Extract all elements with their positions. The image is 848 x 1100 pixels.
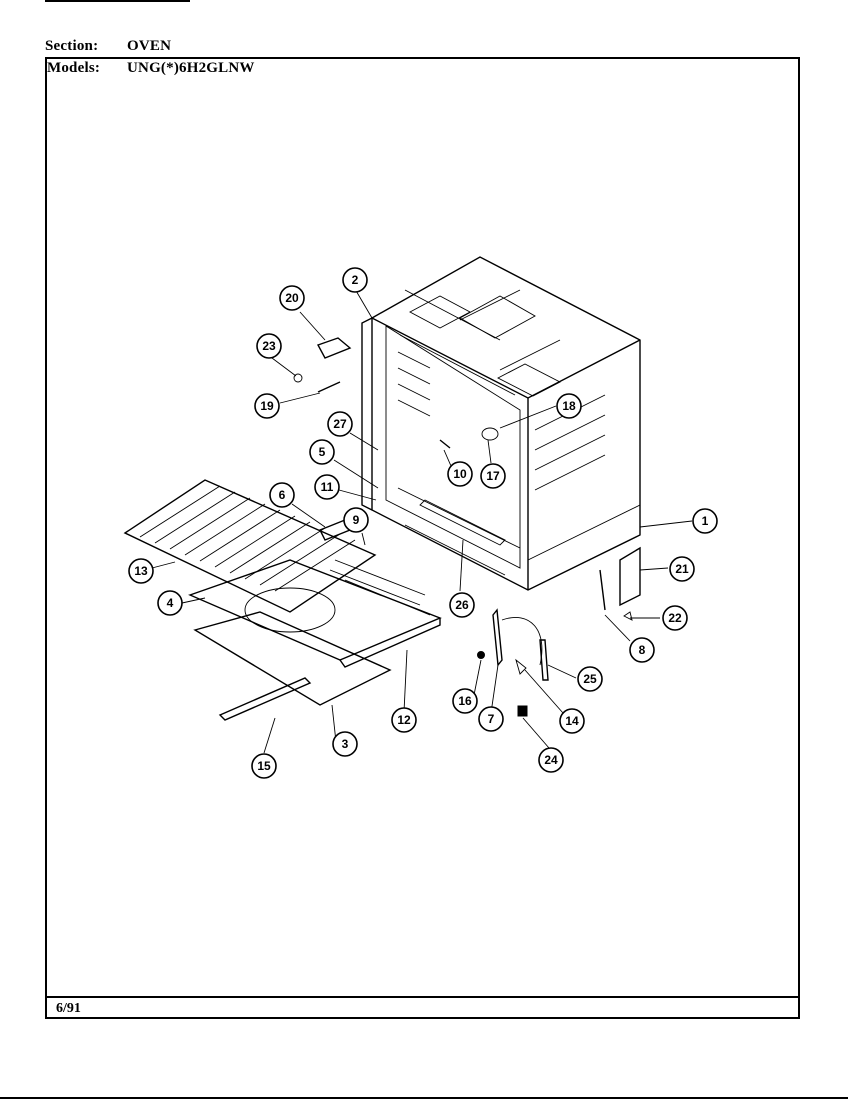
- callout-12: 12: [391, 707, 417, 733]
- section-value: OVEN: [127, 38, 172, 54]
- callout-9: 9: [343, 507, 369, 533]
- svg-text:4: 4: [167, 596, 174, 610]
- svg-text:27: 27: [333, 417, 347, 431]
- bottom-panel: [193, 611, 392, 706]
- callout-3: 3: [332, 731, 358, 757]
- callout-25: 25: [577, 666, 603, 692]
- side-bracket: [619, 546, 641, 607]
- svg-text:24: 24: [544, 753, 558, 767]
- svg-text:23: 23: [262, 339, 276, 353]
- callout-20: 20: [279, 285, 305, 311]
- svg-text:15: 15: [257, 759, 271, 773]
- callout-1: 1: [692, 508, 718, 534]
- svg-text:25: 25: [583, 672, 597, 686]
- svg-text:20: 20: [285, 291, 299, 305]
- callout-13: 13: [128, 558, 154, 584]
- models-label: Models:: [47, 60, 101, 76]
- svg-text:22: 22: [668, 611, 682, 625]
- bottom-rule: [0, 1097, 848, 1099]
- callout-11: 11: [314, 474, 340, 500]
- callout-15: 15: [251, 753, 277, 779]
- svg-text:6: 6: [279, 488, 286, 502]
- callout-8: 8: [629, 637, 655, 663]
- footer-rule: [45, 996, 800, 998]
- support-bar: [218, 677, 312, 721]
- svg-text:14: 14: [565, 714, 579, 728]
- callout-7: 7: [478, 706, 504, 732]
- callout-5: 5: [309, 439, 335, 465]
- svg-text:9: 9: [353, 513, 360, 527]
- callout-24: 24: [538, 747, 564, 773]
- svg-text:1: 1: [702, 514, 709, 528]
- svg-text:21: 21: [675, 562, 689, 576]
- svg-text:2: 2: [352, 273, 359, 287]
- callout-2: 2: [342, 267, 368, 293]
- svg-text:5: 5: [319, 445, 326, 459]
- callout-14: 14: [559, 708, 585, 734]
- svg-text:10: 10: [453, 467, 467, 481]
- svg-text:19: 19: [260, 399, 274, 413]
- callout-6: 6: [269, 482, 295, 508]
- callout-16: 16: [452, 688, 478, 714]
- callout-19: 19: [254, 393, 280, 419]
- svg-text:8: 8: [639, 643, 646, 657]
- callout-22: 22: [662, 605, 688, 631]
- callout-4: 4: [157, 590, 183, 616]
- svg-text:26: 26: [455, 598, 469, 612]
- svg-text:11: 11: [321, 480, 334, 494]
- footer-date: 6/91: [56, 1001, 81, 1016]
- hinge-assembly: [492, 608, 549, 681]
- oven-cavity: [361, 256, 641, 591]
- callout-26: 26: [449, 592, 475, 618]
- callout-21: 21: [669, 556, 695, 582]
- svg-text:13: 13: [134, 564, 148, 578]
- top-rule: [45, 0, 190, 2]
- svg-text:7: 7: [488, 712, 495, 726]
- svg-text:12: 12: [397, 713, 411, 727]
- svg-text:17: 17: [486, 469, 500, 483]
- small-parts: [293, 337, 633, 717]
- oven-rack: [123, 479, 377, 613]
- broiler-tray: [188, 559, 442, 668]
- callout-17: 17: [480, 463, 506, 489]
- callout-27: 27: [327, 411, 353, 437]
- callout-18: 18: [556, 393, 582, 419]
- svg-text:3: 3: [342, 737, 349, 751]
- svg-text:16: 16: [458, 694, 472, 708]
- leader-lines: [151, 288, 693, 754]
- diagram-frame: [45, 57, 800, 1019]
- callout-10: 10: [447, 461, 473, 487]
- callout-23: 23: [256, 333, 282, 359]
- section-label: Section:: [45, 38, 99, 54]
- models-value: UNG(*)6H2GLNW: [127, 60, 255, 76]
- svg-text:18: 18: [562, 399, 576, 413]
